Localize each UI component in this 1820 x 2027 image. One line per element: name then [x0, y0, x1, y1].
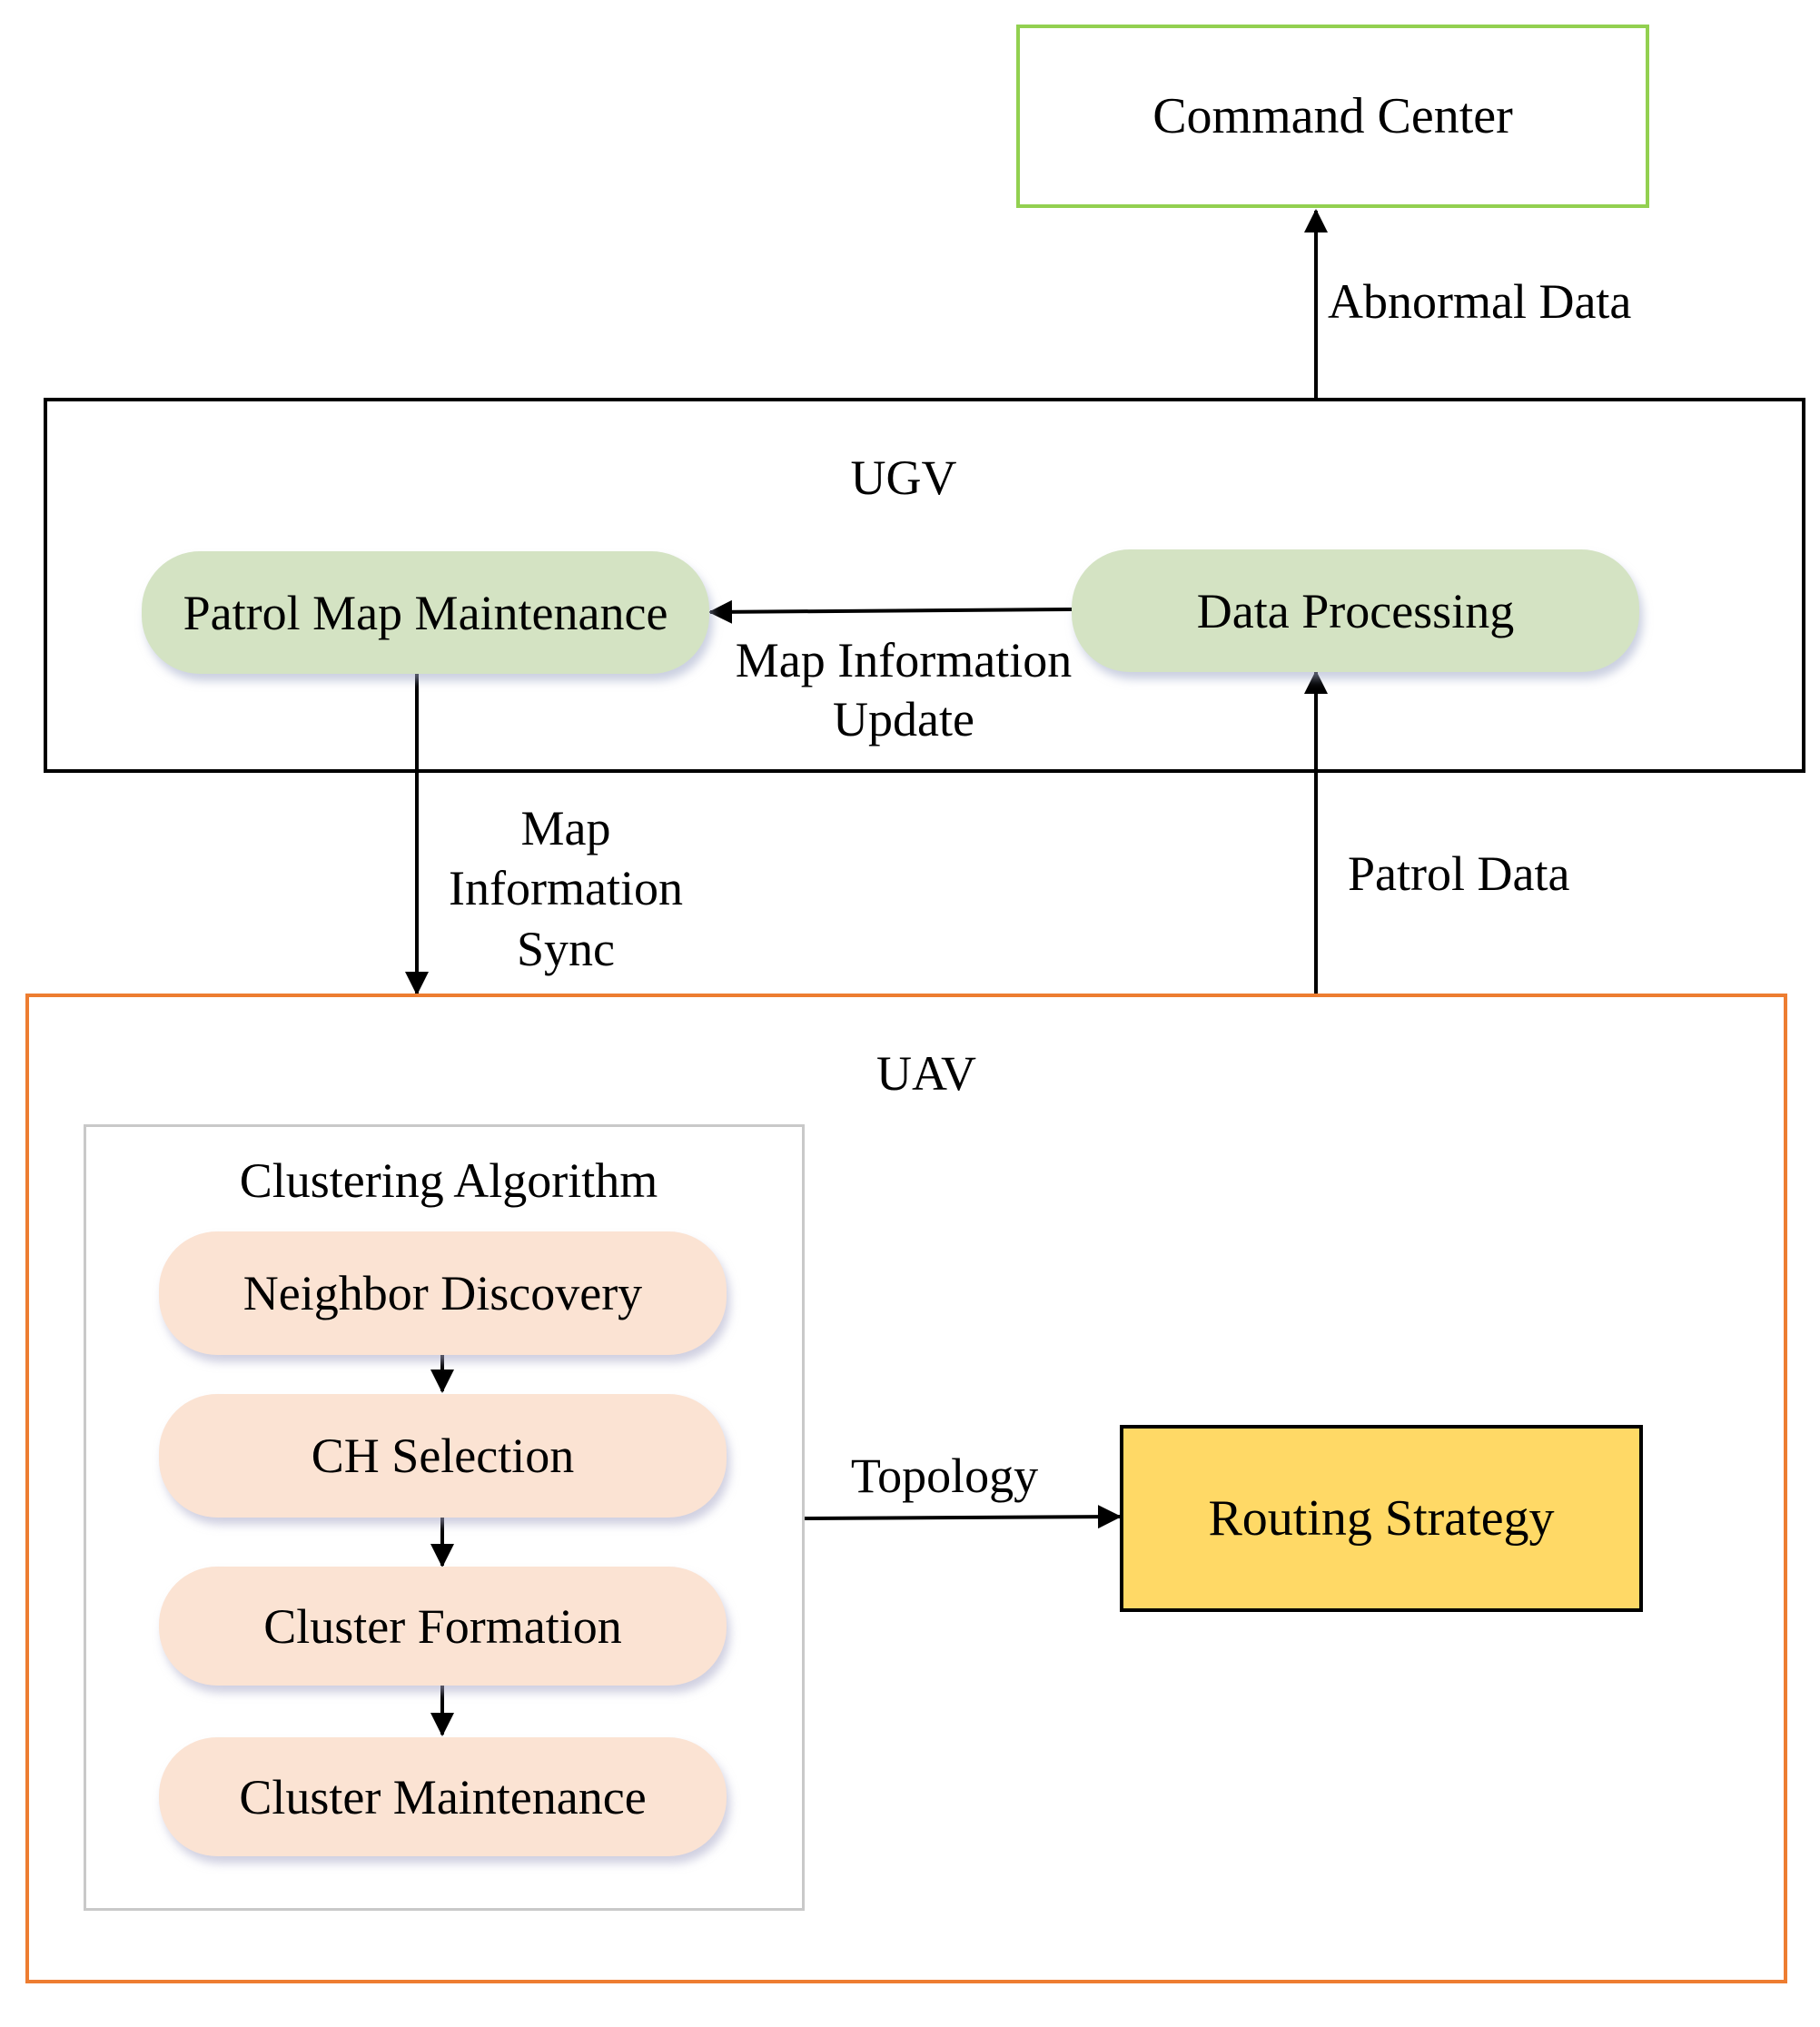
clustering-algorithm-frame [84, 1124, 805, 1911]
uav-frame [25, 994, 1787, 1983]
abnormal-data-label: Abnormal Data [1328, 274, 1632, 329]
ch-selection-label: CH Selection [311, 1429, 575, 1483]
cluster-maintenance-label: Cluster Maintenance [239, 1769, 647, 1824]
neighbor-discovery-label: Neighbor Discovery [242, 1266, 643, 1320]
command-center-label: Command Center [1152, 88, 1513, 144]
neighbor-discovery-node: Neighbor Discovery [159, 1231, 727, 1355]
data-processing-node: Data Processing [1072, 549, 1639, 672]
patrol-map-maintenance-label: Patrol Map Maintenance [183, 585, 668, 640]
patrol-map-maintenance-node: Patrol Map Maintenance [142, 551, 709, 674]
map-information-sync-line3: Sync [517, 922, 615, 976]
ch-selection-node: CH Selection [159, 1394, 727, 1518]
clustering-algorithm-title: Clustering Algorithm [239, 1153, 658, 1208]
ugv-frame [44, 398, 1805, 773]
map-information-sync-line2: Information [449, 861, 683, 915]
cluster-maintenance-node: Cluster Maintenance [159, 1737, 727, 1856]
topology-label: Topology [850, 1449, 1039, 1503]
patrol-data-label: Patrol Data [1348, 846, 1570, 901]
command-center-box: Command Center [1016, 25, 1649, 208]
cluster-formation-node: Cluster Formation [159, 1567, 727, 1686]
routing-strategy-box: Routing Strategy [1120, 1425, 1643, 1612]
ugv-title: UGV [850, 450, 957, 505]
uav-title: UAV [875, 1046, 977, 1101]
map-information-update-line2: Update [833, 692, 974, 747]
routing-strategy-label: Routing Strategy [1208, 1490, 1555, 1547]
arrow-data-processing-to-patrol-map [708, 599, 1073, 624]
cluster-formation-label: Cluster Formation [263, 1598, 622, 1654]
arrow-clustering-to-routing [802, 1505, 1122, 1529]
map-information-update-line1: Map Information [735, 633, 1073, 687]
map-information-sync-line1: Map [520, 801, 611, 855]
data-processing-label: Data Processing [1196, 583, 1515, 638]
